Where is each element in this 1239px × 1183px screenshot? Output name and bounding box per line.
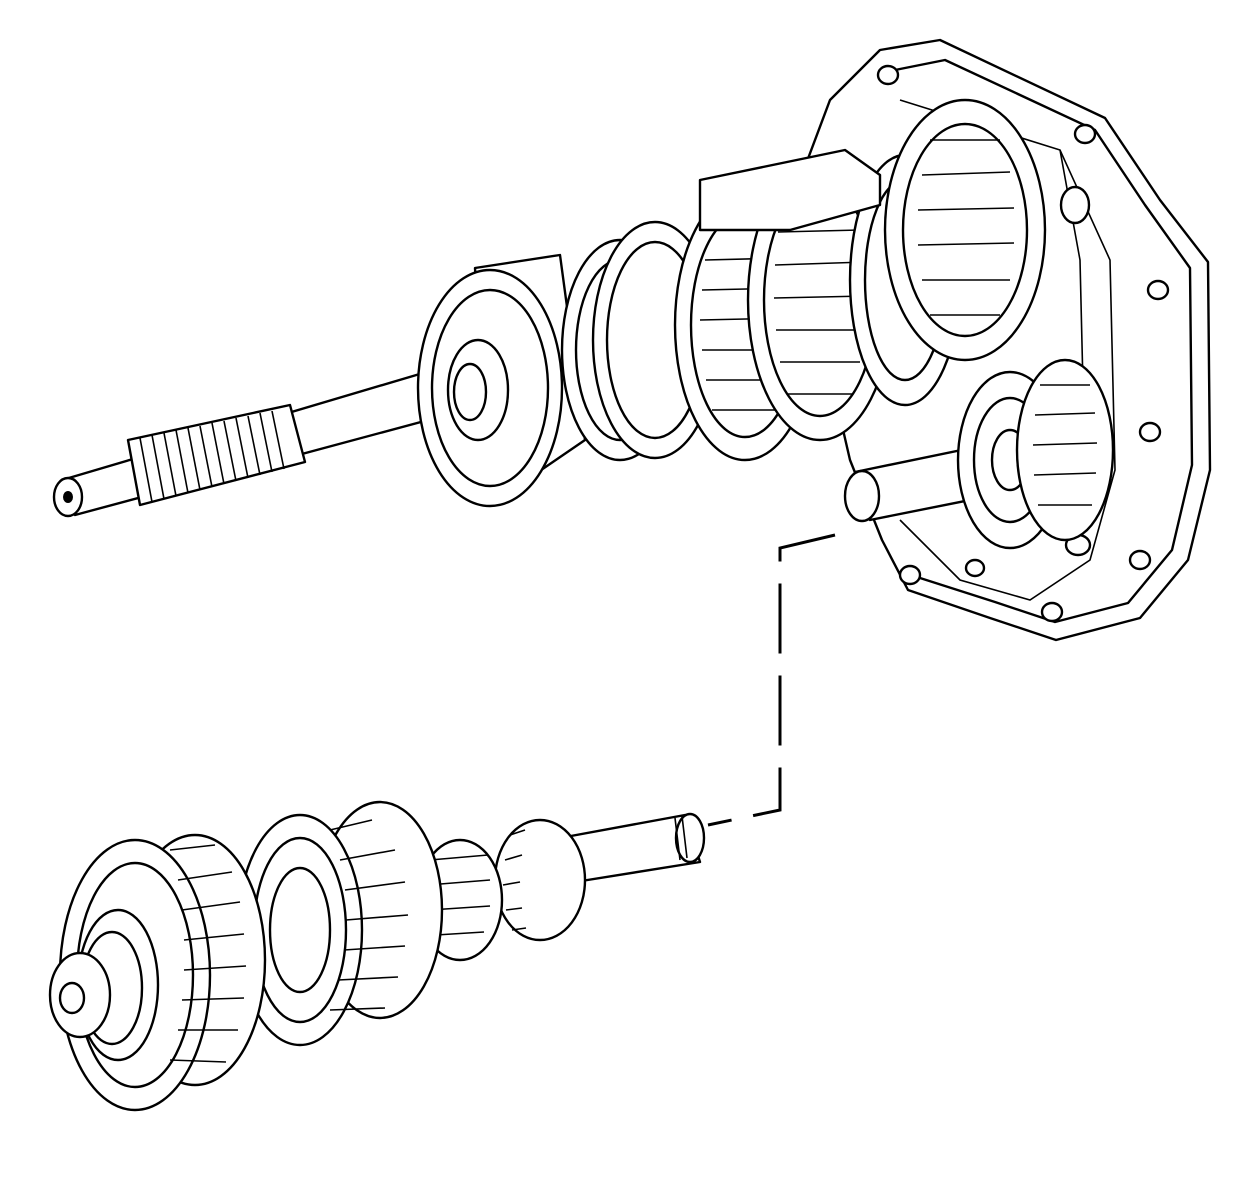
middle-gear-icon [236, 800, 444, 1047]
small-gear-icon [416, 818, 587, 962]
mainshaft-assembly [52, 98, 1047, 518]
alignment-line [707, 533, 836, 827]
countershaft-gear-cluster [48, 800, 706, 1112]
bolt-hole-icon [876, 64, 1170, 623]
large-gear-icon [48, 833, 267, 1112]
spline-icon [126, 403, 307, 507]
countershaft-bore [843, 358, 1115, 550]
front-bearing-icon [416, 253, 587, 508]
